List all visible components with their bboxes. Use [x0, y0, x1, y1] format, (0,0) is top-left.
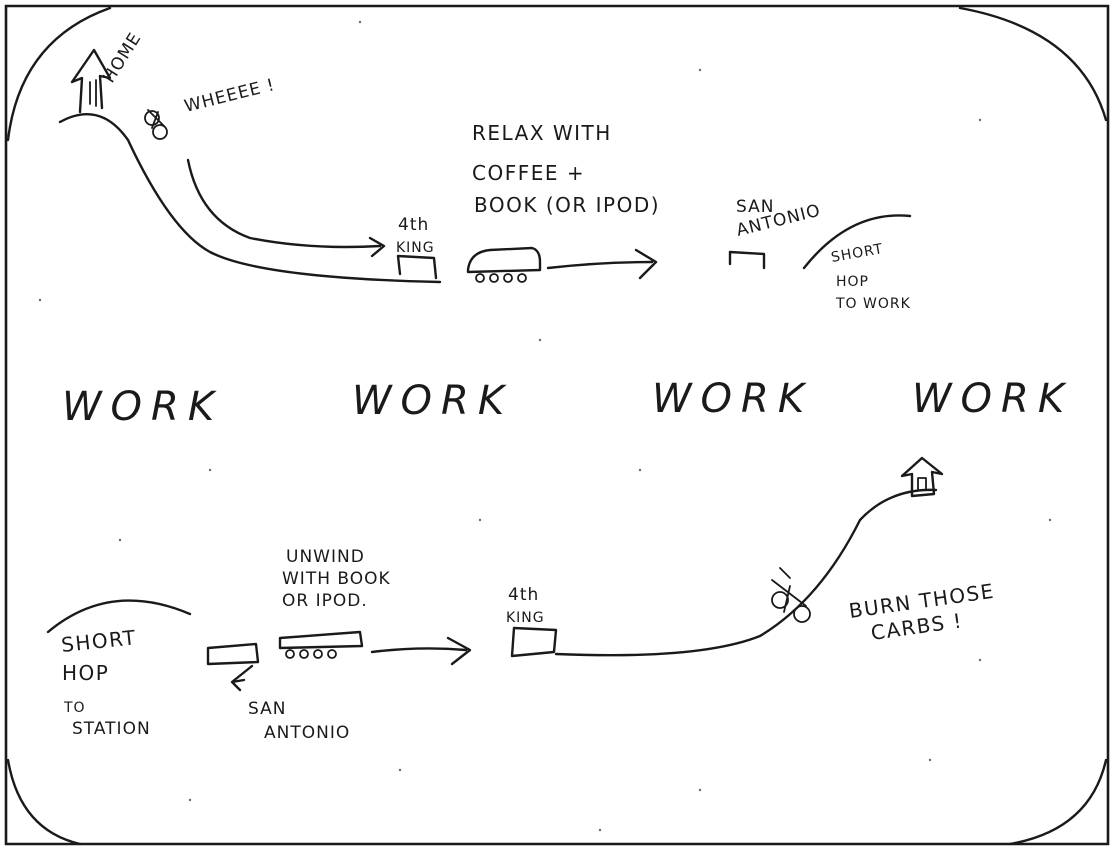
home-house-icon — [70, 48, 112, 114]
evening-short-hop-line2: HOP — [62, 661, 109, 685]
evening-san-antonio-line1: SAN — [248, 699, 286, 719]
san-antonio-label-line1: SAN — [736, 197, 774, 217]
frame-corner-arc — [6, 6, 112, 142]
unwind-label-line2: WITH BOOK — [282, 569, 391, 589]
downhill-road — [58, 113, 442, 284]
arrow-head — [230, 664, 254, 692]
home-house-icon — [917, 477, 927, 491]
sketch-frame — [4, 4, 1110, 846]
station-box-san-antonio — [728, 250, 766, 270]
station-king-label: KING — [506, 610, 545, 626]
frame-corner-arc — [958, 6, 1108, 122]
evening-short-hop-line3: TO — [63, 700, 86, 716]
evening-san-antonio-line2: ANTONIO — [264, 723, 350, 743]
station-box-4th-king — [396, 254, 438, 280]
station-4th-label: 4th — [398, 215, 429, 235]
relax-label-line1: RELAX WITH — [472, 121, 612, 145]
unwind-label-line3: OR IPOD. — [282, 591, 368, 611]
work-word-2: WORK — [352, 378, 513, 424]
train-icon — [466, 246, 542, 283]
work-word-3: WORK — [652, 376, 813, 422]
station-king-label: KING — [396, 240, 435, 256]
bike-icon — [771, 567, 811, 623]
frame-corner-arc — [1008, 758, 1108, 846]
short-hop-curve — [802, 214, 912, 270]
station-box-4th-king — [510, 626, 558, 658]
short-hop-label-line2: HOP — [836, 274, 869, 290]
bike-icon — [144, 109, 168, 140]
relax-label-line3: BOOK (OR IPOD) — [474, 193, 660, 217]
arrow-head — [446, 636, 472, 666]
relax-label-line2: COFFEE + — [472, 161, 585, 185]
train-arrow — [370, 647, 468, 654]
work-word-1: WORK — [62, 384, 223, 430]
paper-specks — [38, 20, 1052, 832]
station-box-san-antonio — [206, 642, 260, 666]
short-hop-curve — [46, 599, 192, 634]
home-house-icon — [900, 456, 944, 498]
arrow-head — [634, 248, 658, 280]
downhill-motion-line — [186, 158, 382, 249]
frame-corner-arc — [6, 758, 82, 846]
unwind-label-line1: UNWIND — [286, 547, 365, 567]
train-icon — [278, 630, 364, 659]
short-hop-label-line3: TO WORK — [835, 296, 911, 312]
train-arrow — [546, 260, 654, 270]
home-house-icon — [89, 79, 97, 107]
station-4th-label: 4th — [508, 585, 539, 605]
evening-short-hop-line4: STATION — [72, 719, 151, 739]
arrow-head — [368, 236, 386, 258]
work-row: WORK WORK WORK WORK — [62, 376, 1073, 430]
work-word-4: WORK — [912, 376, 1073, 422]
